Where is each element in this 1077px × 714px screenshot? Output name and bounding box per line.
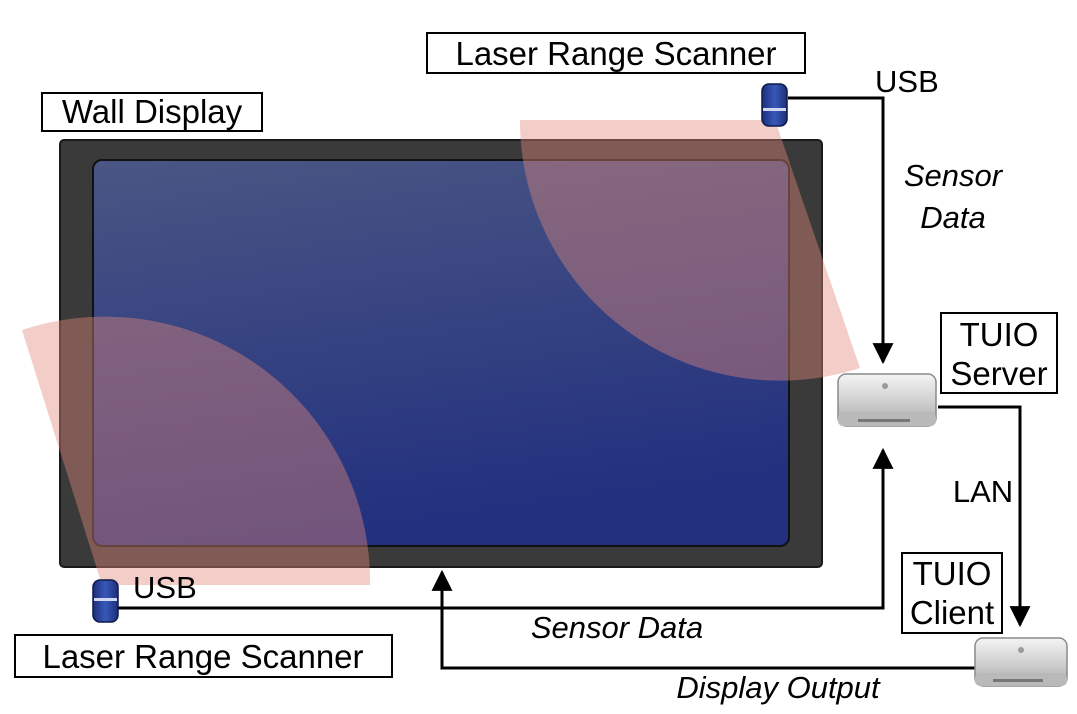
display-output-line — [431, 569, 978, 670]
wall-display — [59, 139, 823, 568]
lan-label: LAN — [953, 474, 1013, 509]
sensor-data-label-top-line1: Sensor — [904, 158, 1004, 193]
sensor-data-label-bottom: Sensor Data — [531, 610, 703, 645]
laser-scanner-icon — [761, 83, 788, 127]
tuio-server-text-line1: TUIO — [960, 316, 1039, 353]
usb-line-top — [788, 96, 894, 365]
tuio-server-computer — [837, 373, 937, 427]
laser-scanner-label-top: Laser Range Scanner — [426, 32, 806, 74]
wall-display-label: Wall Display — [41, 92, 263, 132]
tuio-client-text-line2: Client — [910, 594, 994, 631]
scan-area-bottom — [22, 316, 371, 585]
mac-mini-icon — [974, 637, 1068, 687]
tuio-client-computer — [974, 637, 1068, 687]
connections — [118, 96, 1031, 670]
display-screen — [92, 159, 790, 547]
laser-scanner-label-bottom: Laser Range Scanner — [14, 634, 393, 678]
usb-label-bottom: USB — [133, 570, 197, 605]
lan-line — [938, 405, 1031, 628]
scan-area-top — [519, 120, 860, 381]
tuio-server-text-line2: Server — [950, 355, 1047, 392]
usb-label-top: USB — [875, 64, 939, 99]
usb-line-bottom — [118, 447, 894, 610]
wall-display-text: Wall Display — [62, 93, 243, 130]
laser-scanner-icon — [92, 579, 119, 623]
tuio-client-text-line1: TUIO — [913, 555, 992, 592]
laser-scanner-top-text: Laser Range Scanner — [455, 35, 776, 72]
tuio-server-label: TUIO Server — [940, 312, 1058, 394]
mac-mini-icon — [837, 373, 937, 427]
laser-scanner-bottom-text: Laser Range Scanner — [42, 638, 363, 675]
tuio-client-label: TUIO Client — [901, 552, 1003, 634]
sensor-data-label-top-line2: Data — [920, 200, 985, 235]
display-output-label: Display Output — [676, 670, 881, 705]
